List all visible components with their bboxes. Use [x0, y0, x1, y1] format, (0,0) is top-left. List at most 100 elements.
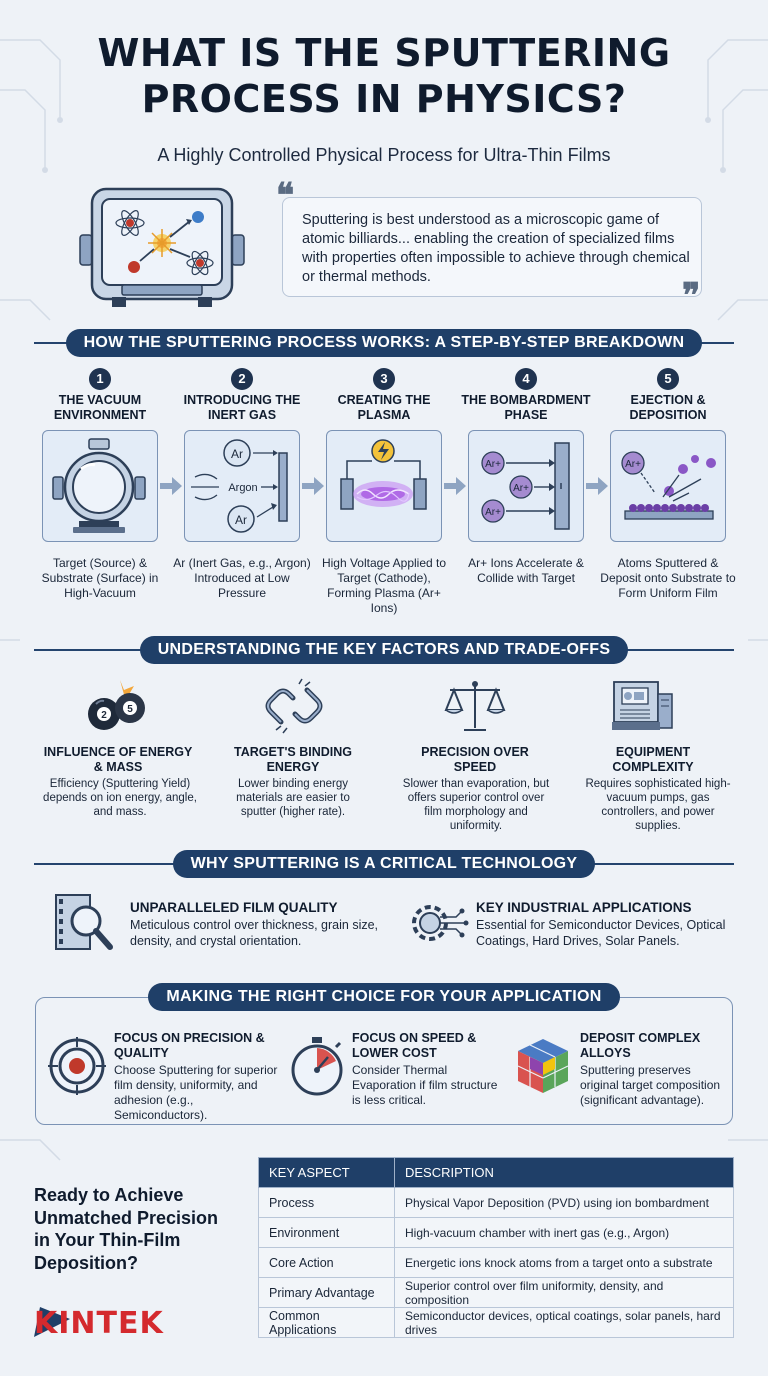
critical-1-title: UNPARALLELED FILM QUALITY — [130, 900, 338, 915]
billiard-balls-icon: 2 5 — [88, 680, 145, 730]
quote-box — [282, 197, 702, 297]
magnifier-film-icon — [55, 894, 113, 950]
table-row: Common Applications Semiconductor device… — [258, 1307, 734, 1338]
step-arrow-icon — [302, 477, 324, 495]
ion-label-3: Ar+ — [485, 507, 501, 518]
ion-label-deposit: Ar+ — [625, 459, 641, 470]
step-4-description: Ar+ Ions Accelerate & Collide with Targe… — [468, 556, 584, 585]
ball-label-2: 2 — [101, 710, 107, 721]
close-quote-icon: ❞ — [682, 276, 701, 316]
vacuum-chamber-icon — [52, 438, 146, 533]
plasma-icon — [340, 439, 427, 510]
step-3-illustration — [326, 430, 442, 542]
choice-section-heading: MAKING THE RIGHT CHOICE FOR YOUR APPLICA… — [0, 983, 768, 1011]
target-icon — [48, 1037, 106, 1095]
table-cell-key: Primary Advantage — [258, 1277, 395, 1308]
stopwatch-icon — [291, 1037, 343, 1096]
step-2-title: INTRODUCING THE INERT GAS — [183, 393, 301, 422]
page-title: WHAT IS THE SPUTTERING PROCESS IN PHYSIC… — [0, 30, 768, 122]
choice-2-title: FOCUS ON SPEED & LOWER COST — [352, 1031, 477, 1060]
ion-label-1: Ar+ — [485, 459, 501, 470]
step-arrow-icon — [586, 477, 608, 495]
step-5-title: EJECTION & DEPOSITION — [629, 393, 707, 422]
critical-heading-text: WHY SPUTTERING IS A CRITICAL TECHNOLOGY — [172, 850, 596, 878]
table-cell-key: Process — [258, 1187, 395, 1218]
critical-2-description: Essential for Semiconductor Devices, Opt… — [476, 918, 726, 948]
step-arrow-icon — [444, 477, 466, 495]
title-line-2: PROCESS IN PHYSICS? — [141, 77, 627, 121]
steps-section-heading: HOW THE SPUTTERING PROCESS WORKS: A STEP… — [0, 329, 768, 357]
ball-label-5: 5 — [127, 704, 133, 715]
factor-4-title: EQUIPMENT COMPLEXITY — [612, 745, 694, 774]
argon-label-bottom: Ar — [235, 513, 247, 527]
step-5-number: 5 — [657, 368, 679, 390]
alloy-cube-icon — [517, 1039, 569, 1093]
table-cell-key: Environment — [258, 1217, 395, 1248]
page-subtitle: A Highly Controlled Physical Process for… — [157, 145, 611, 165]
step-3-number: 3 — [373, 368, 395, 390]
step-2-number: 2 — [231, 368, 253, 390]
gear-circuit-icon — [412, 905, 469, 941]
table-row: Primary Advantage Superior control over … — [258, 1277, 734, 1308]
cta-text: Ready to Achieve Unmatched Precision in … — [34, 1185, 219, 1273]
critical-section-heading: WHY SPUTTERING IS A CRITICAL TECHNOLOGY — [0, 850, 768, 878]
factor-1-title: INFLUENCE OF ENERGY & MASS — [43, 745, 193, 774]
deposition-icon: Ar+ — [621, 451, 716, 520]
step-5-description: Atoms Sputtered & Deposit onto Substrate… — [600, 556, 736, 600]
table-header-key: KEY ASPECT — [258, 1157, 395, 1188]
step-2-illustration: Ar Ar Argon — [184, 430, 300, 542]
factor-3-description: Slower than evaporation, but offers supe… — [402, 778, 550, 832]
table-cell-value: Superior control over film uniformity, d… — [394, 1277, 734, 1308]
step-1-illustration — [42, 430, 158, 542]
factor-4-description: Requires sophisticated high-vacuum pumps… — [585, 778, 731, 832]
table-cell-value: High-vacuum chamber with inert gas (e.g.… — [394, 1217, 734, 1248]
argon-gas-icon: Ar Ar Argon — [191, 439, 288, 533]
table-row: Environment High-vacuum chamber with ine… — [258, 1217, 734, 1248]
argon-label-middle: Argon — [228, 482, 257, 494]
factor-2-description: Lower binding energy materials are easie… — [236, 778, 350, 818]
brand-text: KINTEK — [34, 1306, 164, 1339]
critical-2-title: KEY INDUSTRIAL APPLICATIONS — [476, 900, 692, 915]
step-4-number: 4 — [515, 368, 537, 390]
step-3-description: High Voltage Applied to Target (Cathode)… — [321, 556, 447, 615]
step-3-title: CREATING THE PLASMA — [337, 393, 431, 422]
factors-section-heading: UNDERSTANDING THE KEY FACTORS AND TRADE-… — [0, 636, 768, 664]
chain-link-icon — [265, 678, 323, 734]
critical-1-description: Meticulous control over thickness, grain… — [130, 918, 379, 948]
step-5-illustration: Ar+ — [610, 430, 726, 542]
step-arrow-icon — [160, 477, 182, 495]
chamber-atoms-illustration — [79, 187, 245, 307]
brand-logo: KINTEK — [34, 1306, 164, 1339]
table-header-row: KEY ASPECT DESCRIPTION — [258, 1157, 734, 1188]
bombardment-icon: Ar+ Ar+ Ar+ — [481, 442, 570, 530]
table-cell-value: Semiconductor devices, optical coatings,… — [394, 1307, 734, 1338]
argon-label-top: Ar — [231, 447, 243, 461]
table-row: Process Physical Vapor Deposition (PVD) … — [258, 1187, 734, 1218]
ion-label-2: Ar+ — [513, 483, 529, 494]
factor-1-description: Efficiency (Sputtering Yield) depends on… — [43, 778, 197, 818]
choice-heading-text: MAKING THE RIGHT CHOICE FOR YOUR APPLICA… — [148, 983, 620, 1011]
step-2-description: Ar (Inert Gas, e.g., Argon) Introduced a… — [173, 556, 311, 600]
factor-2-title: TARGET'S BINDING ENERGY — [233, 745, 353, 774]
scale-icon — [444, 681, 506, 731]
choice-3-description: Sputtering preserves original target com… — [580, 1063, 721, 1107]
step-1-number: 1 — [89, 368, 111, 390]
table-row: Core Action Energetic ions knock atoms f… — [258, 1247, 734, 1278]
table-cell-value: Energetic ions knock atoms from a target… — [394, 1247, 734, 1278]
factor-3-title: PRECISION OVER SPEED — [421, 745, 529, 774]
title-line-1: WHAT IS THE SPUTTERING — [97, 31, 671, 75]
choice-2-description: Consider Thermal Evaporation if film str… — [352, 1063, 498, 1107]
table-cell-value: Physical Vapor Deposition (PVD) using io… — [394, 1187, 734, 1218]
choice-3-title: DEPOSIT COMPLEX ALLOYS — [580, 1031, 701, 1060]
equipment-icon — [612, 681, 673, 730]
open-quote-icon: ❝ — [276, 176, 295, 216]
table-header-description: DESCRIPTION — [394, 1157, 734, 1188]
step-1-title: THE VACUUM ENVIRONMENT — [53, 393, 147, 422]
choice-1-description: Choose Sputtering for superior film dens… — [114, 1063, 278, 1122]
factors-heading-text: UNDERSTANDING THE KEY FACTORS AND TRADE-… — [139, 636, 629, 664]
table-cell-key: Common Applications — [258, 1307, 395, 1338]
quote-text: Sputtering is best understood as a micro… — [302, 212, 690, 285]
step-4-illustration: Ar+ Ar+ Ar+ — [468, 430, 584, 542]
table-cell-key: Core Action — [258, 1247, 395, 1278]
